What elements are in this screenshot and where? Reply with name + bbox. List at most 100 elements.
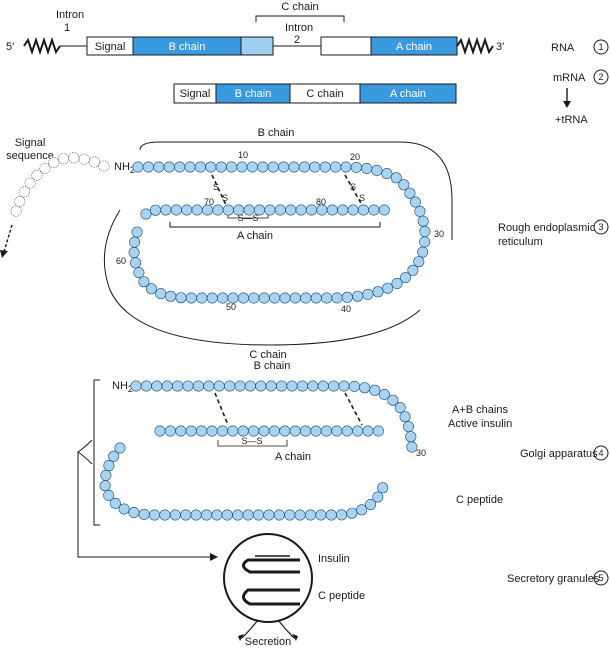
signal-sequence-label-b: sequence: [6, 150, 54, 162]
amino-acid-bead: [419, 236, 431, 248]
amino-acid-bead: [362, 425, 374, 437]
amino-acid-bead: [140, 380, 152, 392]
three-prime-zigzag: [456, 36, 494, 56]
step-3: Rough endoplasmic reticulum 3: [498, 219, 609, 248]
amino-acid-bead: [234, 380, 246, 392]
golgi-thr30-number: 30: [416, 448, 426, 458]
to-granule-arrow: [77, 452, 212, 558]
secretion-arrow-right: [277, 619, 295, 639]
num-50: 50: [226, 302, 236, 312]
amino-acid-bead: [129, 236, 141, 248]
amino-acid-bead: [377, 482, 389, 494]
amino-acid-bead: [320, 425, 332, 437]
five-prime-zigzag: [23, 36, 61, 56]
gene-signal-label: Signal: [95, 41, 126, 53]
rer-c-chain-bracket: [103, 209, 421, 346]
amino-acid-bead: [118, 503, 130, 515]
amino-acid-bead: [163, 161, 175, 173]
amino-acid-bead: [369, 384, 381, 396]
amino-acid-bead: [68, 152, 80, 164]
granule-cpeptide-strand: [242, 588, 300, 606]
rer-s1b: S: [222, 193, 228, 203]
golgi-bracket: [93, 379, 100, 526]
amino-acid-bead: [202, 204, 214, 216]
active-insulin-label: Active insulin: [448, 418, 512, 430]
amino-acid-bead: [155, 288, 167, 300]
amino-acid-bead: [307, 380, 319, 392]
golgi-nh2-label: NH2: [112, 380, 133, 394]
amino-acid-bead: [39, 162, 51, 174]
amino-acid-bead: [138, 508, 150, 520]
amino-acid-bead: [263, 509, 275, 521]
amino-acid-bead: [108, 450, 120, 462]
amino-acid-bead: [244, 380, 256, 392]
amino-acid-bead: [289, 292, 301, 304]
amino-acid-bead: [294, 509, 306, 521]
rer-b-chain-label: B chain: [258, 127, 295, 139]
intron1-label-a: Intron: [56, 9, 84, 21]
amino-acid-bead: [264, 204, 276, 216]
amino-acid-bead: [130, 380, 142, 392]
amino-acid-bead: [18, 186, 30, 198]
step-2: mRNA 2 +tRNA: [553, 69, 609, 126]
amino-acid-bead: [237, 425, 249, 437]
amino-acid-bead: [131, 226, 143, 238]
amino-acid-bead: [419, 226, 431, 238]
amino-acid-bead: [279, 425, 291, 437]
rer-s2b: S: [359, 193, 365, 203]
amino-acid-bead: [78, 153, 90, 165]
step-1-label: RNA: [551, 42, 575, 54]
amino-acid-bead: [154, 425, 166, 437]
secretion-arrow-left: [241, 619, 259, 639]
granule-insulin-strand: [242, 558, 300, 574]
amino-acid-bead: [213, 380, 225, 392]
amino-acid-bead: [175, 292, 187, 304]
golgi-ss-intra: S—S: [241, 436, 262, 446]
amino-acid-bead: [359, 382, 371, 394]
amino-acid-bead: [321, 292, 333, 304]
amino-acid-bead: [326, 204, 338, 216]
num-40: 40: [341, 304, 351, 314]
amino-acid-bead: [337, 204, 349, 216]
amino-acid-bead: [215, 161, 227, 173]
amino-acid-bead: [140, 208, 152, 220]
intron2-label-b: 2: [294, 34, 300, 46]
amino-acid-bead: [399, 411, 411, 423]
amino-acid-bead: [340, 161, 352, 173]
amino-acid-bead: [278, 161, 290, 173]
amino-acid-bead: [160, 204, 172, 216]
granule-cpeptide-label: C peptide: [318, 590, 365, 602]
amino-acid-bead: [242, 509, 254, 521]
amino-acid-bead: [269, 292, 281, 304]
amino-acid-bead: [316, 204, 328, 216]
amino-acid-bead: [191, 204, 203, 216]
amino-acid-bead: [398, 179, 410, 191]
amino-acid-bead: [372, 286, 384, 298]
amino-acid-bead: [255, 380, 267, 392]
amino-acid-bead: [346, 507, 358, 519]
mrna-c-chain-label: C chain: [306, 88, 343, 100]
amino-acid-bead: [170, 204, 182, 216]
amino-acid-bead: [310, 292, 322, 304]
amino-acid-bead: [103, 459, 115, 471]
amino-acid-bead: [88, 156, 100, 168]
mrna-a-chain-label: A chain: [390, 88, 426, 100]
amino-acid-bead: [196, 292, 208, 304]
step-2-label: mRNA: [553, 72, 586, 84]
amino-acid-bead: [172, 380, 184, 392]
amino-acid-bead: [133, 267, 145, 279]
amino-acid-bead: [175, 425, 187, 437]
amino-acid-bead: [331, 292, 343, 304]
amino-acid-bead: [211, 509, 223, 521]
amino-acid-bead: [298, 161, 310, 173]
amino-acid-bead: [138, 276, 150, 288]
rer-a-chain-label: A chain: [237, 230, 273, 242]
amino-acid-bead: [352, 290, 364, 302]
rer-s2a: S: [350, 182, 356, 192]
amino-acid-bead: [391, 277, 403, 289]
step-3-label-line1: Rough endoplasmic: [498, 222, 596, 234]
gene-b-chain-label: B chain: [169, 41, 206, 53]
amino-acid-bead: [216, 425, 228, 437]
amino-acid-bead: [357, 204, 369, 216]
